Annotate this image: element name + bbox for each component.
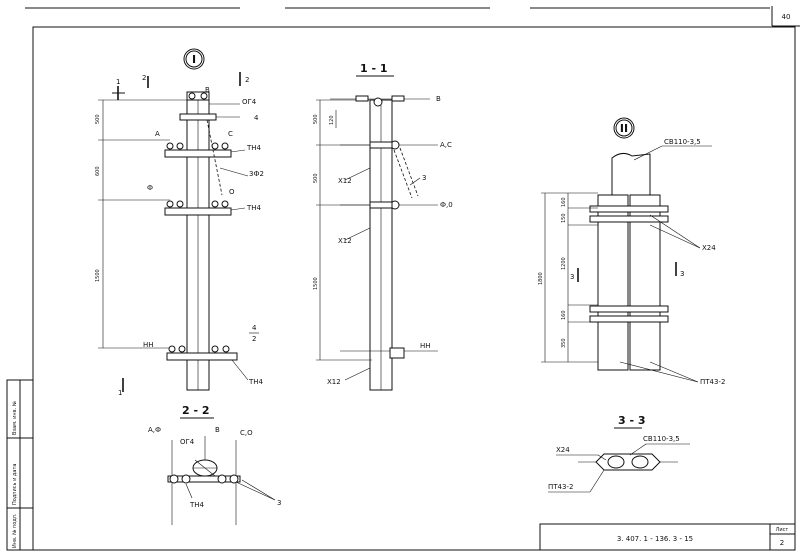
callout-3-3-x24: Х24 (556, 446, 570, 454)
frac-den: 2 (252, 335, 256, 343)
crossarm-fo (164, 207, 232, 216)
pole-top-II (611, 152, 651, 211)
crossarm-ac (164, 149, 232, 158)
pole-bottom-II-b (629, 194, 661, 371)
view-2-2-title: 2 - 2 (182, 404, 210, 417)
view-II-title: II (620, 122, 628, 135)
view-II: II 1800 160 150 1200 160 350 СВ110-3,5 Х… (538, 117, 725, 386)
label-1-1-B: В (436, 95, 441, 103)
view-3-3-title: 3 - 3 (618, 414, 646, 427)
callout-II-x24: Х24 (702, 244, 716, 252)
title-block: 3. 407. 1 - 136. 3 - 15 Лист 2 (539, 523, 796, 551)
dim-1-1-500b: 500 (313, 173, 319, 183)
crossarm-2-2 (167, 475, 241, 483)
cut-3-left: 3 (570, 273, 574, 281)
callout-1-1-x12a: Х12 (338, 177, 352, 185)
callout-og4: ОГ4 (242, 98, 257, 106)
dim-1-1-500a: 500 (313, 114, 319, 124)
callout-1-1-3: 3 (422, 174, 426, 182)
callout-1-1-x12b: Х12 (338, 237, 352, 245)
label-C: С (228, 130, 233, 138)
dim-500: 500 (95, 114, 101, 124)
sheet-label: Лист (776, 527, 789, 533)
dim-II-350: 350 (561, 338, 567, 348)
view-1-1: 1 - 1 500 120 500 1500 В А,С Ф,0 3 (313, 62, 453, 391)
label-2-2-B: В (215, 426, 220, 434)
clamp-3-3 (595, 453, 661, 471)
callout-3-3-pt43: ПТ43-2 (548, 483, 573, 491)
callout-2-2-tn4: ТН4 (189, 501, 205, 509)
cut-2-left: 2 (142, 74, 146, 82)
callout-4: 4 (254, 114, 259, 122)
label-1-1-AC: А,С (440, 141, 452, 149)
callout-1-1-x12c: Х12 (327, 378, 341, 386)
cut-3-right: 3 (680, 270, 684, 278)
dim-II-150: 150 (561, 213, 567, 223)
sheet-frame (32, 26, 796, 551)
view-II-marker (613, 117, 635, 139)
label-B: В (205, 86, 210, 94)
view-I-marker (183, 48, 205, 70)
label-2-2-CO: С,О (240, 429, 253, 437)
view-1-1-title: 1 - 1 (360, 62, 388, 75)
dim-600: 600 (95, 166, 101, 176)
cut-1-bottom: 1 (118, 389, 122, 397)
drawing-code: 3. 407. 1 - 136. 3 - 15 (617, 535, 693, 543)
label-1-1-FO: Ф,0 (440, 201, 453, 209)
dim-II-1800: 1800 (538, 272, 544, 285)
label-NN: НН (143, 341, 154, 349)
page-number: 40 (782, 13, 791, 21)
page-number-box: 40 (771, 6, 800, 27)
cut-1-top: 1 (116, 78, 120, 86)
label-F: Ф (147, 184, 153, 192)
dim-1-1-120: 120 (329, 115, 335, 125)
callout-2-2-3: 3 (277, 499, 281, 507)
callout-II-sv110: СВ110-3,5 (664, 138, 701, 146)
dim-1-1-1500: 1500 (313, 277, 319, 290)
label-1-1-NN: НН (420, 342, 431, 350)
view-I-title: I (192, 53, 196, 66)
crossarm-nn (166, 352, 238, 361)
view-2-2: 2 - 2 А,Ф В С,О ОГ4 ТН4 3 (148, 404, 281, 525)
side-stamp: Инв. № подл. Подпись и дата Взам. инв. № (6, 379, 34, 551)
stamp-sign: Подпись и дата (12, 464, 18, 505)
label-2-2-AF: А,Ф (148, 426, 161, 434)
dim-II-1200: 1200 (561, 257, 567, 270)
callout-2-2-og4: ОГ4 (180, 438, 195, 446)
callout-tn4-3: ТН4 (248, 378, 264, 386)
callout-3-3-sv110: СВ110-3,5 (643, 435, 680, 443)
dim-II-160a: 160 (561, 197, 567, 207)
callout-tn4-2: ТН4 (246, 204, 262, 212)
callout-tn4-1: ТН4 (246, 144, 262, 152)
stamp-replace: Взам. инв. № (12, 400, 18, 435)
dim-II-160b: 160 (561, 310, 567, 320)
view-I: I 1 2 2 1 500 600 1500 В ОГ4 4 (95, 48, 264, 397)
cut-2-right: 2 (245, 76, 249, 84)
frac-num: 4 (252, 324, 257, 332)
dim-1500: 1500 (95, 269, 101, 282)
label-O: О (229, 188, 235, 196)
stamp-inv: Инв. № подл. (12, 513, 18, 548)
label-A: А (155, 130, 160, 138)
view-3-3: 3 - 3 Х24 СВ110-3,5 ПТ43-2 (548, 414, 690, 493)
callout-II-pt43: ПТ43-2 (700, 378, 725, 386)
sheet-number: 2 (780, 539, 784, 547)
pole-bottom-II (597, 194, 629, 371)
callout-3f2: 3Ф2 (249, 170, 264, 178)
